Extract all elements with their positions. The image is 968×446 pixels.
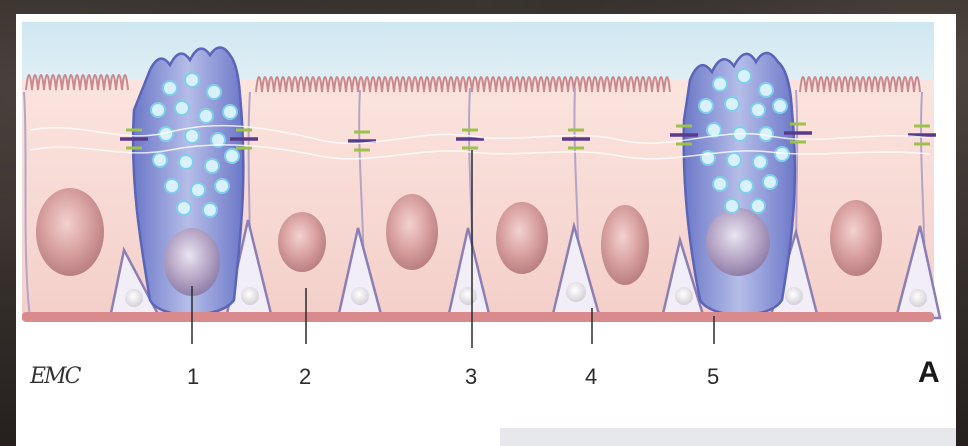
label-2: 2 (299, 364, 311, 390)
label-3: 3 (465, 364, 477, 390)
label-5: 5 (707, 364, 719, 390)
goblet-cell-5 (684, 53, 795, 315)
panel-letter: A (918, 356, 940, 390)
label-1: 1 (187, 364, 199, 390)
artist-signature: EMC (30, 364, 79, 389)
basement-membrane (22, 312, 934, 322)
label-4: 4 (585, 364, 597, 390)
goblet-cell-1 (133, 48, 243, 316)
